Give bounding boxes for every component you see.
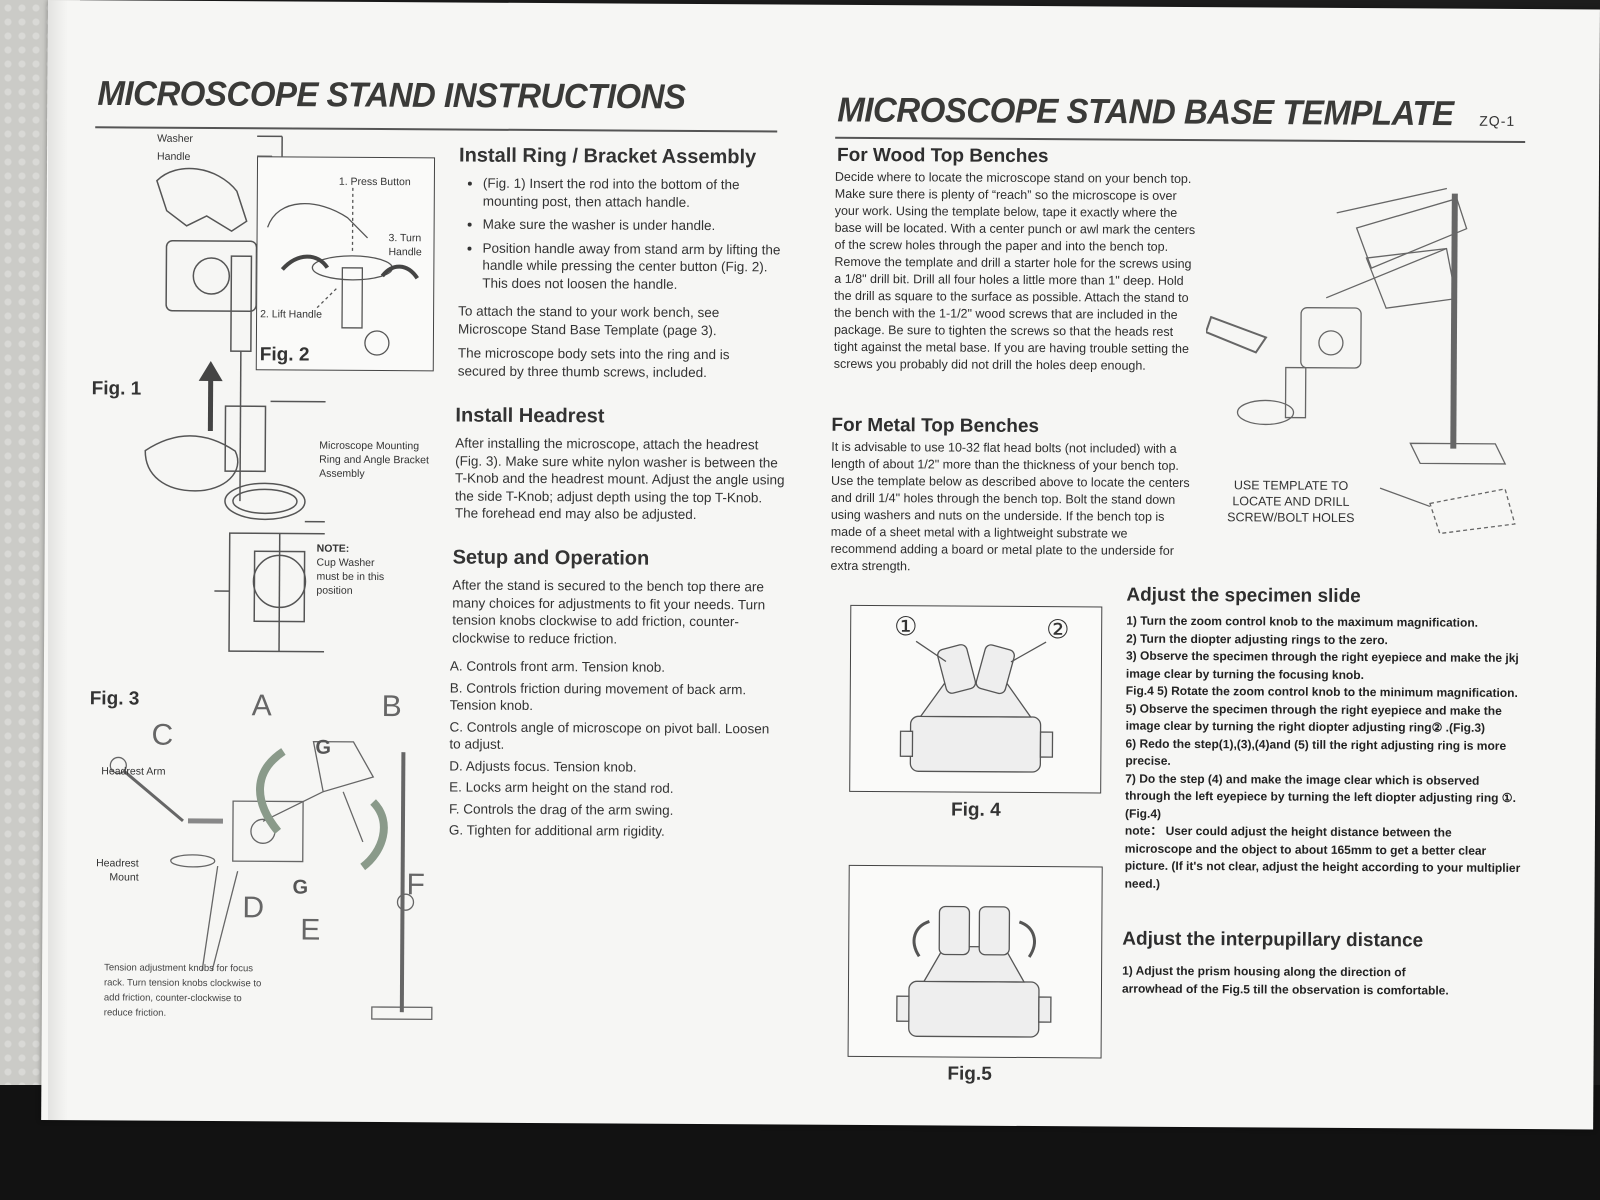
fig2-turn-handle-label: 3. Turn Handle <box>388 232 422 259</box>
setup-item-c: C. Controls angle of microscope on pivot… <box>449 718 770 752</box>
fig5-label: Fig.5 <box>947 1063 992 1085</box>
setup-item-e: E. Locks arm height on the stand rod. <box>449 779 674 796</box>
setup-item-d: D. Adjusts focus. Tension knob. <box>449 757 637 775</box>
wood-text: Decide where to locate the microscope st… <box>833 169 1196 373</box>
install-ring-bullets: (Fig. 1) Insert the rod into the bottom … <box>460 175 781 300</box>
fig5-box <box>847 864 1103 1059</box>
model-number: ZQ-1 <box>1479 112 1516 129</box>
fig3-letter-d: D <box>242 891 265 925</box>
fig4-label: Fig. 4 <box>951 799 1001 821</box>
interpupillary-text: 1) Adjust the prism housing along the di… <box>1121 963 1449 998</box>
install-ring-bullet: (Fig. 1) Insert the rod into the bottom … <box>483 175 781 212</box>
left-page-title: MICROSCOPE STAND INSTRUCTIONS <box>97 73 686 116</box>
fig3-letter-e: E <box>300 913 321 947</box>
setup-items: A. Controls front arm. Tension knob. B. … <box>449 657 780 845</box>
install-ring-para2: The microscope body sets into the ring a… <box>457 345 730 380</box>
instruction-sheet: MICROSCOPE STAND INSTRUCTIONS <box>41 0 1600 1130</box>
sheet-edge-shadow <box>48 0 68 1120</box>
specimen-step: 6) Redo the step(1),(3),(4)and (5) till … <box>1125 736 1507 768</box>
interpupillary-heading: Adjust the interpupillary distance <box>1122 928 1424 952</box>
specimen-steps: 1) Turn the zoom control knob to the max… <box>1125 613 1523 895</box>
specimen-step: 1) Turn the zoom control knob to the max… <box>1126 613 1479 630</box>
specimen-step: Fig.4 5) Rotate the zoom control knob to… <box>1125 683 1518 700</box>
install-ring-bullet: Make sure the washer is under handle. <box>483 216 781 235</box>
specimen-step: 3) Observe the specimen through the righ… <box>1125 648 1519 682</box>
specimen-step: 7) Do the step (4) and make the image cl… <box>1125 771 1516 821</box>
specimen-note: note： User could adjust the height dista… <box>1124 823 1521 891</box>
fig1-note-text: Cup Washer must be in this position <box>316 556 385 597</box>
install-headrest-heading: Install Headrest <box>455 404 605 428</box>
fig1-ring-assembly-label: Microscope Mounting Ring and Angle Brack… <box>319 439 429 480</box>
setup-item-a: A. Controls front arm. Tension knob. <box>449 658 666 675</box>
right-title-rule <box>835 136 1526 144</box>
fig1-note-title: NOTE: <box>316 542 350 555</box>
install-ring-bullet: Position handle away from stand arm by l… <box>482 239 780 293</box>
fig1-label: Fig. 1 <box>91 378 142 400</box>
specimen-heading: Adjust the specimen slide <box>1126 584 1361 608</box>
fig2-lift-handle-label: 2. Lift Handle <box>260 308 322 321</box>
fig2-press-button-label: 1. Press Button <box>338 175 411 189</box>
setup-heading: Setup and Operation <box>452 546 650 570</box>
install-ring-heading: Install Ring / Bracket Assembly <box>458 144 757 169</box>
fig3-letter-g-bottom: G <box>292 876 309 899</box>
fig3-letter-b: B <box>381 690 402 724</box>
fig3-letter-g-top: G <box>315 736 332 759</box>
setup-item-f: F. Controls the drag of the arm swing. <box>449 800 674 818</box>
specimen-step: 5) Observe the specimen through the righ… <box>1125 701 1502 735</box>
install-headrest-text: After installing the microscope, attach … <box>454 435 785 522</box>
fig1-illustration <box>84 130 327 661</box>
install-ring-para1: To attach the stand to your work bench, … <box>457 303 720 338</box>
fig4-box <box>849 604 1103 794</box>
setup-item-b: B. Controls friction during movement of … <box>449 679 747 713</box>
right-page-title: MICROSCOPE STAND BASE TEMPLATE <box>837 89 1454 133</box>
template-caption: USE TEMPLATE TO LOCATE AND DRILL SCREW/B… <box>1227 478 1355 525</box>
fig3-headrest-mount-label: Headrest Mount <box>96 857 139 884</box>
setup-text: After the stand is secured to the bench … <box>452 577 766 646</box>
fig3-letter-a: A <box>251 689 272 723</box>
fig2-label: Fig. 2 <box>259 344 310 366</box>
fig3-headrest-arm-label: Headrest Arm <box>101 765 166 778</box>
fig4-marker-1: ① <box>894 611 918 642</box>
setup-item-g: G. Tighten for additional arm rigidity. <box>448 822 665 839</box>
wood-heading: For Wood Top Benches <box>837 144 1049 168</box>
fig3-letter-f: F <box>406 868 426 902</box>
metal-heading: For Metal Top Benches <box>831 414 1040 438</box>
fig3-letter-c: C <box>151 718 174 752</box>
fig1-washer-label: Washer <box>157 132 193 145</box>
fig1-handle-label: Handle <box>157 150 191 163</box>
fig3-tension-caption: Tension adjustment knobs for focus rack.… <box>103 962 262 1019</box>
fig4-marker-2: ② <box>1046 614 1070 645</box>
stand-illustration <box>1205 157 1547 539</box>
fig2-box <box>255 156 436 372</box>
metal-text: It is advisable to use 10-32 flat head b… <box>830 439 1190 574</box>
fig3-illustration <box>72 690 454 1032</box>
